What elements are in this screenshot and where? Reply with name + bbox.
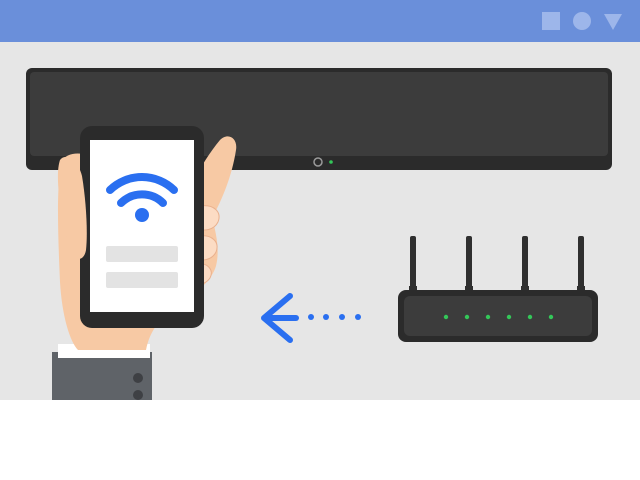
sleeve-icon [52, 344, 152, 400]
thumb-icon [57, 156, 87, 259]
phone-icon [80, 126, 204, 328]
router-antenna [409, 236, 417, 296]
title-bar [0, 0, 640, 42]
router-antenna [465, 236, 473, 296]
circle-icon[interactable] [573, 12, 591, 30]
app-window [0, 0, 640, 400]
soundbar-led-icon [329, 160, 333, 164]
setup-illustration [26, 68, 612, 400]
blank-area [0, 400, 640, 480]
soundbar-button-icon [313, 157, 323, 167]
square-icon[interactable] [542, 12, 560, 30]
router-antenna [521, 236, 529, 296]
triangle-icon[interactable] [604, 12, 622, 30]
wifi-icon [106, 173, 178, 222]
phone-field-1 [106, 246, 178, 262]
arrow-left-icon [261, 293, 361, 343]
phone-field-2 [106, 272, 178, 288]
router-leds [443, 314, 554, 320]
router-antenna [577, 236, 585, 296]
router-icon [398, 236, 598, 342]
